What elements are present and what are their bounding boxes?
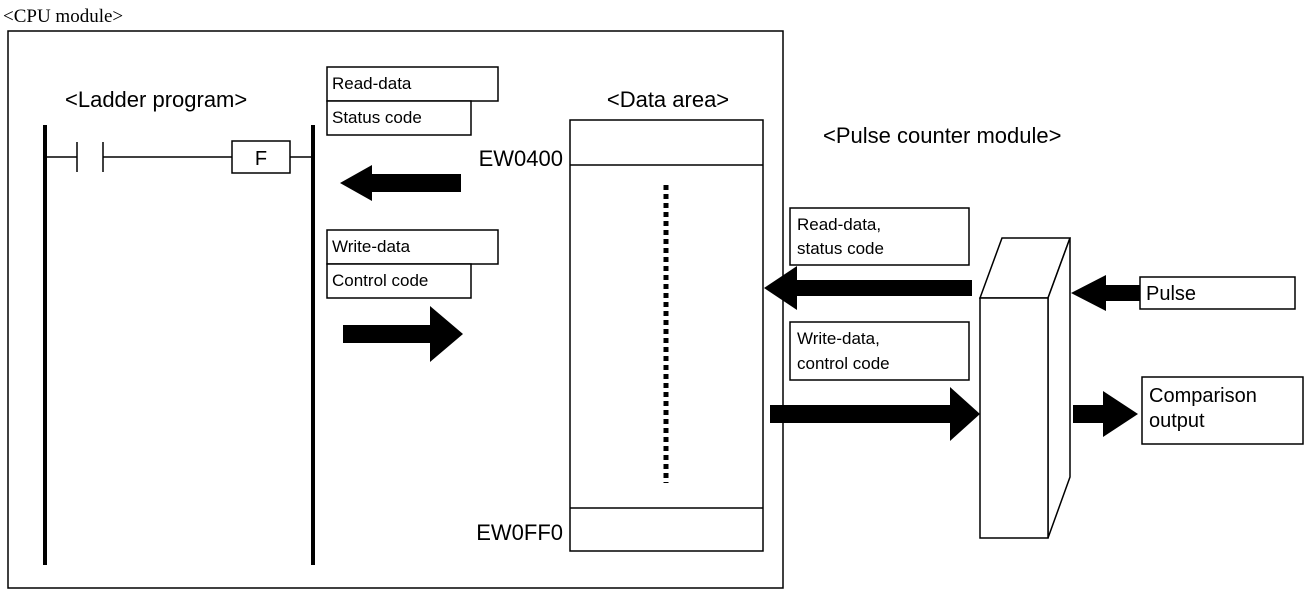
write-data-label: Write-data [332, 237, 411, 256]
left-arrow-read [340, 165, 461, 201]
comparison-output-arrow [1073, 391, 1138, 437]
contact-symbol [45, 142, 232, 172]
read-status-box [789, 207, 970, 266]
write-data-box [326, 229, 499, 265]
write-control-line-1: Write-data, [797, 329, 880, 348]
pulse-counter-module-title: <Pulse counter module> [823, 123, 1062, 148]
read-data-label: Read-data [332, 74, 412, 93]
pulse-input-arrow [1071, 275, 1140, 311]
status-code-label: Status code [332, 108, 422, 127]
write-control-box [789, 321, 970, 381]
pulse-box [1139, 276, 1296, 310]
data-area-title: <Data area> [607, 87, 729, 112]
cpu-module-title: <CPU module> [3, 6, 123, 27]
ladder-program-title: <Ladder program> [65, 87, 247, 112]
right-arrow-write [343, 306, 463, 362]
status-code-box [326, 100, 472, 136]
address-start-label: EW0400 [479, 146, 563, 171]
comparison-output-line-1: Comparison [1149, 385, 1257, 407]
cpu-module-frame [7, 30, 784, 589]
arrow-module-to-data-area [764, 266, 972, 310]
pulse-label: Pulse [1146, 283, 1196, 305]
read-status-line-2: status code [797, 239, 884, 258]
pulse-counter-module-block [978, 237, 1072, 539]
function-block-label: F [255, 148, 267, 170]
read-data-box [326, 66, 499, 102]
control-code-label: Control code [332, 271, 428, 290]
control-code-box [326, 263, 472, 299]
comparison-output-box [1141, 376, 1304, 445]
data-area-box [569, 119, 764, 552]
arrow-data-area-to-module [770, 387, 980, 441]
comparison-output-line-2: output [1149, 410, 1205, 432]
function-block [231, 140, 291, 174]
write-control-line-2: control code [797, 354, 890, 373]
read-status-line-1: Read-data, [797, 215, 881, 234]
address-end-label: EW0FF0 [476, 520, 563, 545]
